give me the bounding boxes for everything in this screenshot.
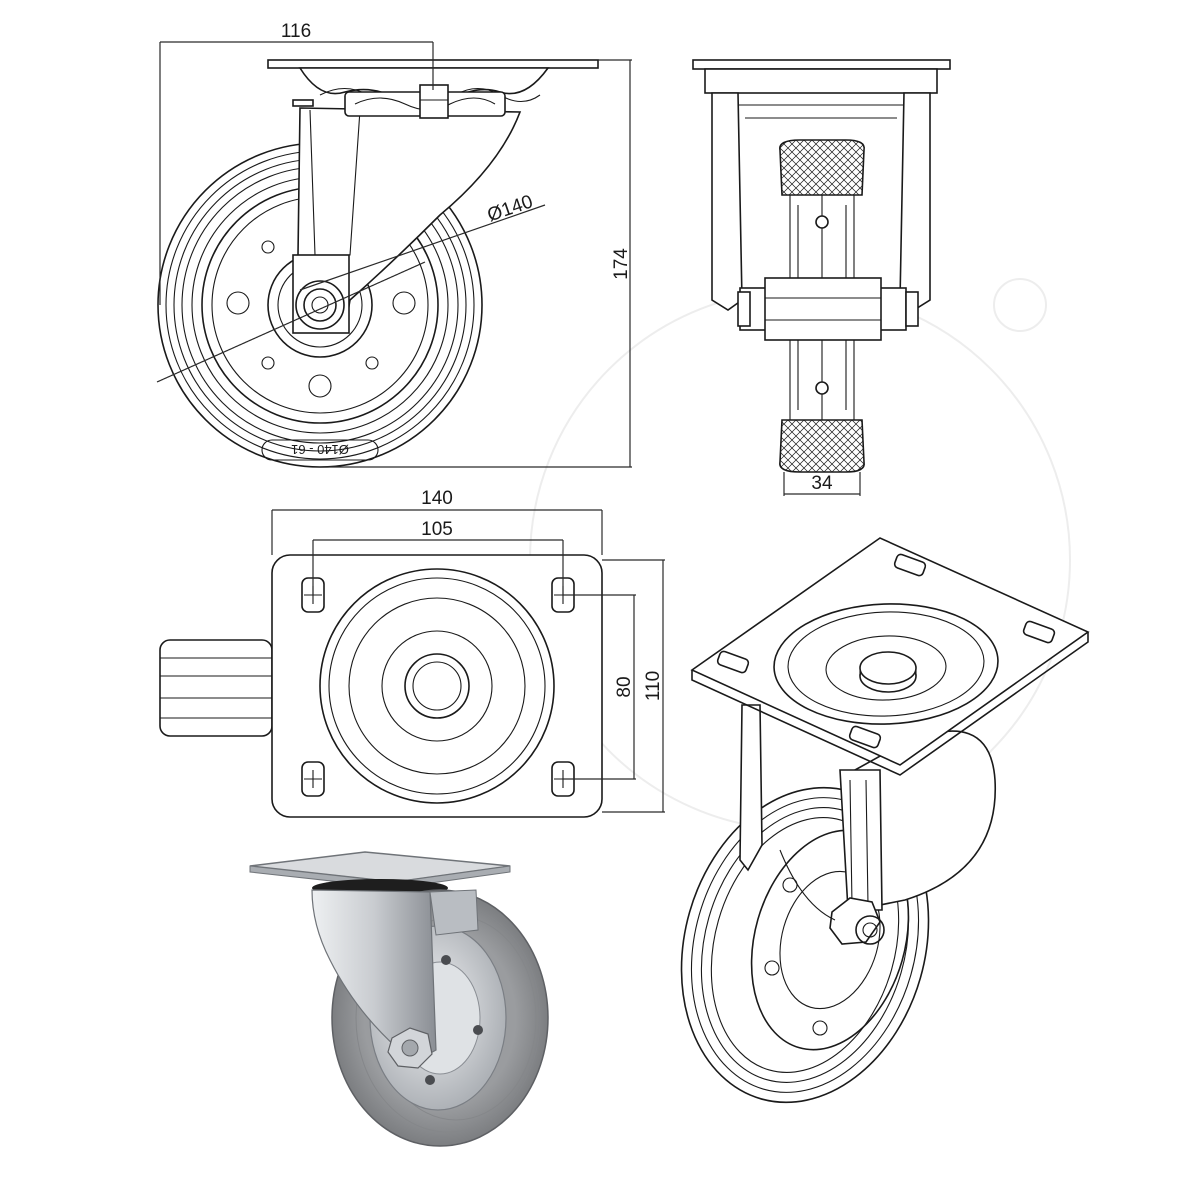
watermark-logo [529, 278, 1071, 831]
caster-photo [249, 851, 549, 1147]
front-tread-bottom [779, 419, 865, 473]
top-wheel-tread [159, 639, 273, 737]
top-view: 140 105 80 110 [159, 488, 665, 818]
side-width-label: 116 [281, 21, 311, 42]
side-diameter-label: Ø140 [485, 191, 536, 226]
side-height-label: 174 [611, 248, 632, 280]
side-tyre-marking: Ø140 - 61 [291, 442, 349, 457]
side-axle-nut [295, 280, 345, 330]
front-tread-width-label: 34 [811, 473, 833, 494]
side-view: Ø140 - 61 116 Ø140 174 [156, 21, 632, 468]
top-hole-spacing-x-label: 105 [421, 519, 453, 540]
front-tread-top [779, 139, 865, 196]
top-hole-spacing-y-label: 80 [614, 676, 635, 697]
iso-view [680, 537, 1090, 1104]
front-top-plate [692, 59, 951, 70]
top-plate-width-label: 140 [421, 488, 453, 509]
top-plate-height-label: 110 [643, 671, 664, 701]
side-fork [297, 107, 522, 331]
front-view: 34 [692, 59, 951, 496]
iso-fork [739, 704, 763, 872]
front-fork [711, 92, 743, 311]
top-plate [271, 554, 603, 818]
iso-axle-nut [829, 897, 881, 945]
